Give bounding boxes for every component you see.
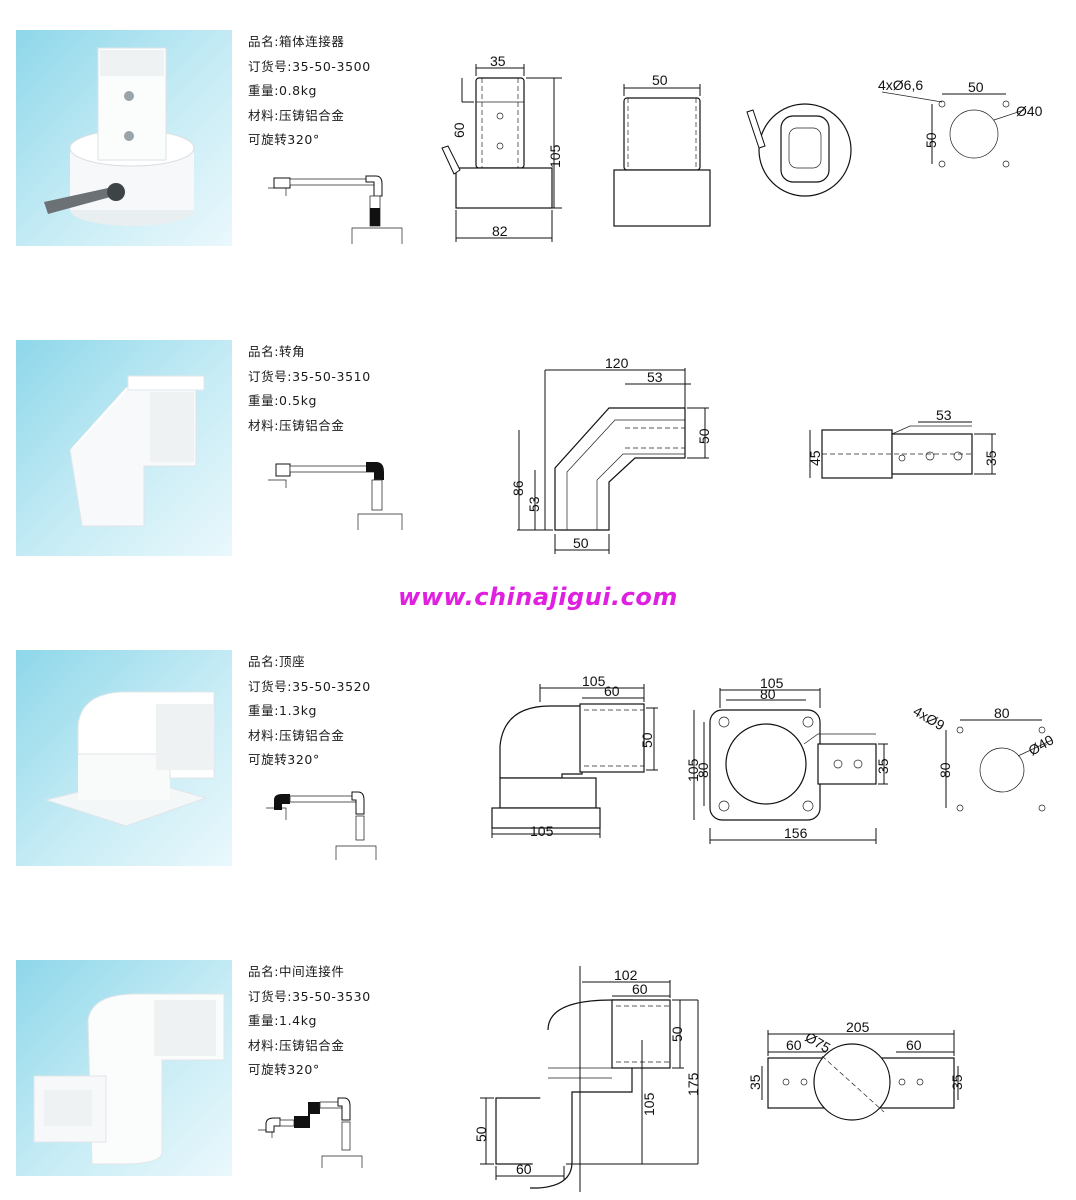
dim-side-length: 105 [582,673,606,689]
dim-hole-spec: 4xØ9 [911,703,948,734]
middle-connector-top-drawing: 205 Ø75 60 60 35 35 [747,1019,965,1121]
side-view-drawing: 50 [613,72,711,227]
product-photo [16,960,232,1176]
material: 材料:压铸铝合金 [248,107,345,123]
dim-tube-size: 35 [875,758,891,774]
weight: 重量:0.8kg [248,83,318,98]
top-base-top-drawing: 105 80 105 80 35 156 [685,675,891,844]
product-row-corner: 品名:转角 订货号:35-50-3510 重量:0.5kg 材料:压铸铝合金 1… [0,340,1076,570]
dim-top-length: 102 [614,967,638,983]
product-name: 品名:转角 [248,344,306,359]
dim-total-height: 175 [685,1072,701,1096]
order-number: 订货号:35-50-3520 [248,678,371,694]
product-row-top-base: 品名:顶座 订货号:35-50-3520 重量:1.3kg 材料:压铸铝合金 可… [0,650,1076,880]
product-info: 品名:箱体连接器 订货号:35-50-3500 重量:0.8kg 材料:压铸铝合… [248,30,371,153]
material: 材料:压铸铝合金 [248,417,345,433]
dim-height-total: 105 [547,144,563,168]
dim-tube-width: 60 [604,683,620,699]
dim-hole-x: 80 [994,705,1010,721]
product-photo [16,30,232,246]
assembly-diagram [258,1097,363,1168]
dim-right-height: 35 [949,1074,965,1090]
dim-height-upper: 60 [451,122,467,138]
box-connector-image [44,47,195,226]
rotation: 可旋转320° [248,132,320,147]
weight: 重量:0.5kg [248,393,318,408]
dim-hole-spacing-x: 80 [760,686,776,702]
dim-arm-height: 50 [696,428,712,444]
dim-total-length: 156 [784,825,808,841]
material: 材料:压铸铝合金 [248,1037,345,1053]
dim-base-width: 82 [492,223,508,239]
weight: 重量:1.4kg [248,1013,318,1028]
dim-lower-width: 60 [516,1161,532,1177]
dim-end-width: 53 [936,407,952,423]
dim-offset-height: 105 [641,1092,657,1116]
dim-overall-height: 86 [510,480,526,496]
assembly-diagram [266,791,377,860]
product-photo [16,340,232,556]
weight: 重量:1.3kg [248,703,318,718]
hole-pattern-drawing: 4xØ9 80 80 Ø40 [911,703,1057,812]
rotation: 可旋转320° [248,752,320,767]
dim-end-height: 45 [807,450,823,466]
product-name: 品名:中间连接件 [248,964,345,979]
dim-overall-width: 205 [846,1019,870,1035]
dim-plate-height: 105 [685,758,701,782]
dim-tube-height: 50 [639,732,655,748]
assembly-diagram [268,175,403,244]
dim-side-width: 50 [652,72,668,88]
assembly-diagram [268,462,403,530]
dim-leg-width: 50 [573,535,589,551]
dim-plate-width: 105 [760,675,784,691]
middle-connector-image [33,993,225,1165]
dim-hole-y: 50 [923,132,939,148]
rotation: 可旋转320° [248,1062,320,1077]
top-base-side-drawing: 105 60 50 105 [491,673,658,839]
hole-pattern-drawing: 4xØ6,6 50 50 Ø40 [878,77,1043,168]
dim-circle-dia: Ø40 [1016,103,1043,119]
product-photo [16,650,232,866]
dim-circle-dia: Ø40 [1026,731,1057,758]
product-row-box-connector: 品名:箱体连接器 订货号:35-50-3500 重量:0.8kg 材料:压铸铝合… [0,30,1076,260]
dim-overall-width: 120 [605,355,629,371]
corner-end-drawing: 45 53 35 [807,407,999,479]
product-info: 品名:转角 订货号:35-50-3510 重量:0.5kg 材料:压铸铝合金 [248,340,371,438]
top-base-image [44,691,215,827]
product-name: 品名:顶座 [248,654,306,669]
dim-base-length: 105 [530,823,554,839]
front-view-drawing: 35 60 105 82 [441,53,563,242]
material: 材料:压铸铝合金 [248,727,345,743]
dim-hole-y: 80 [937,762,953,778]
middle-connector-side-drawing: 102 60 50 175 105 50 60 [473,966,701,1192]
dim-tube-height: 50 [669,1026,685,1042]
website-watermark: www.chinajigui.com [398,583,678,611]
dim-end-inner: 35 [983,450,999,466]
product-info: 品名:顶座 订货号:35-50-3520 重量:1.3kg 材料:压铸铝合金 可… [248,650,371,773]
dim-lower-height: 50 [473,1126,489,1142]
dim-hole-x: 50 [968,79,984,95]
dim-width-top: 35 [490,53,506,69]
dim-right-arm: 60 [906,1037,922,1053]
product-info: 品名:中间连接件 订货号:35-50-3530 重量:1.4kg 材料:压铸铝合… [248,960,371,1083]
dim-arm-width: 53 [647,369,663,385]
dim-left-arm: 60 [786,1037,802,1053]
dim-left-height: 35 [747,1074,763,1090]
dim-hole-spacing-y: 80 [695,762,711,778]
order-number: 订货号:35-50-3530 [248,988,371,1004]
product-row-middle-connector: 品名:中间连接件 订货号:35-50-3530 重量:1.4kg 材料:压铸铝合… [0,960,1076,1192]
dim-leg-height: 53 [526,496,542,512]
order-number: 订货号:35-50-3510 [248,368,371,384]
dim-tube-width: 60 [632,981,648,997]
order-number: 订货号:35-50-3500 [248,58,371,74]
dim-hole-spec: 4xØ6,6 [878,77,923,93]
top-view-drawing [746,103,852,197]
corner-image [69,375,205,527]
corner-front-drawing: 120 53 50 86 53 50 [510,355,712,554]
product-name: 品名:箱体连接器 [248,34,345,49]
